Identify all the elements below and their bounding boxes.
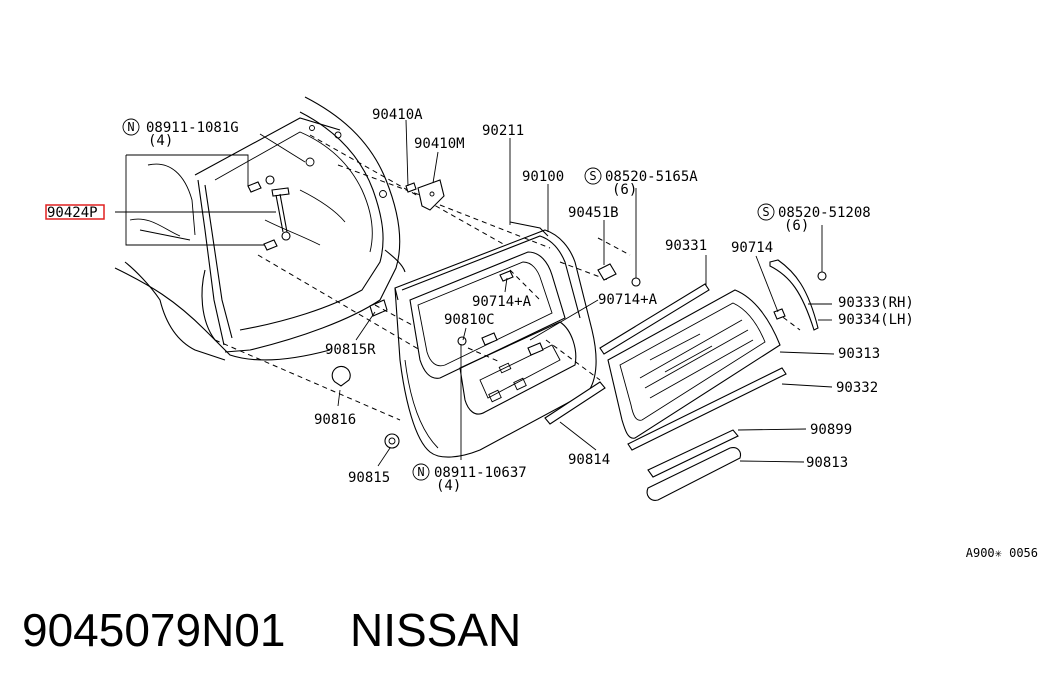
garnish-parts (544, 381, 742, 501)
defogger-lines (639, 319, 754, 399)
callout-qty: (4) (436, 478, 461, 494)
callout-90714: 90714 (731, 240, 773, 256)
bracket-90451b (597, 263, 641, 287)
callout-number: 08911-1081G (146, 120, 239, 136)
callout-90714a: 90714+A (598, 292, 658, 308)
nut-symbol-icon (412, 463, 430, 481)
brand-name: NISSAN (350, 604, 521, 656)
callout-qty: (6) (612, 182, 637, 198)
callout-qty: (6) (784, 218, 809, 234)
callout-90816: 90816 (314, 412, 356, 428)
callout-number: 08911-10637 (434, 465, 527, 481)
callout-number: 08520-51208 (778, 205, 871, 221)
callout-90810c: 90810C (444, 312, 495, 328)
callout-90410a: 90410A (372, 107, 423, 123)
hinge-part (405, 179, 445, 211)
callout-90424p: 90424P (47, 205, 98, 221)
callout-90313: 90313 (838, 346, 880, 362)
leader-lines (115, 119, 835, 467)
callout-90331: 90331 (665, 238, 707, 254)
back-door-panel (394, 221, 597, 458)
callout-90211: 90211 (482, 123, 524, 139)
callout-90410m: 90410M (414, 136, 465, 152)
callout-labels: N 08911-1081G (4) 90424P 90410A 90410M 9… (47, 107, 1038, 560)
back-glass (599, 283, 787, 451)
assembly-guide-lines (214, 134, 801, 421)
side-molding (769, 259, 827, 331)
callout-number: 08520-5165A (605, 169, 698, 185)
callout-90100: 90100 (522, 169, 564, 185)
callout-90333: 90333(RH) (838, 295, 914, 311)
callout-symbol: N (417, 465, 424, 479)
footer: 9045079N01 NISSAN (22, 604, 521, 656)
callout-90815: 90815 (348, 470, 390, 486)
callout-90814: 90814 (568, 452, 610, 468)
callout-symbol: S (589, 169, 596, 183)
callout-90451b: 90451B (568, 205, 619, 221)
callout-90334: 90334(LH) (838, 312, 914, 328)
callout-90815r: 90815R (325, 342, 376, 358)
callout-qty: (4) (148, 133, 173, 149)
screw-symbol-icon (757, 203, 775, 221)
callout-symbol: S (762, 205, 769, 219)
nut-symbol-icon (122, 118, 140, 136)
figure-code: A900✳ 0056 (966, 546, 1038, 560)
callout-90714a: 90714+A (472, 294, 532, 310)
callout-90899: 90899 (810, 422, 852, 438)
highlight-box (45, 204, 105, 220)
callout-90332: 90332 (836, 380, 878, 396)
callout-symbol: N (127, 120, 134, 134)
callout-90813: 90813 (806, 455, 848, 471)
screw-symbol-icon (584, 167, 602, 185)
part-number: 9045079N01 (22, 604, 285, 656)
vehicle-body-outline (114, 96, 406, 449)
